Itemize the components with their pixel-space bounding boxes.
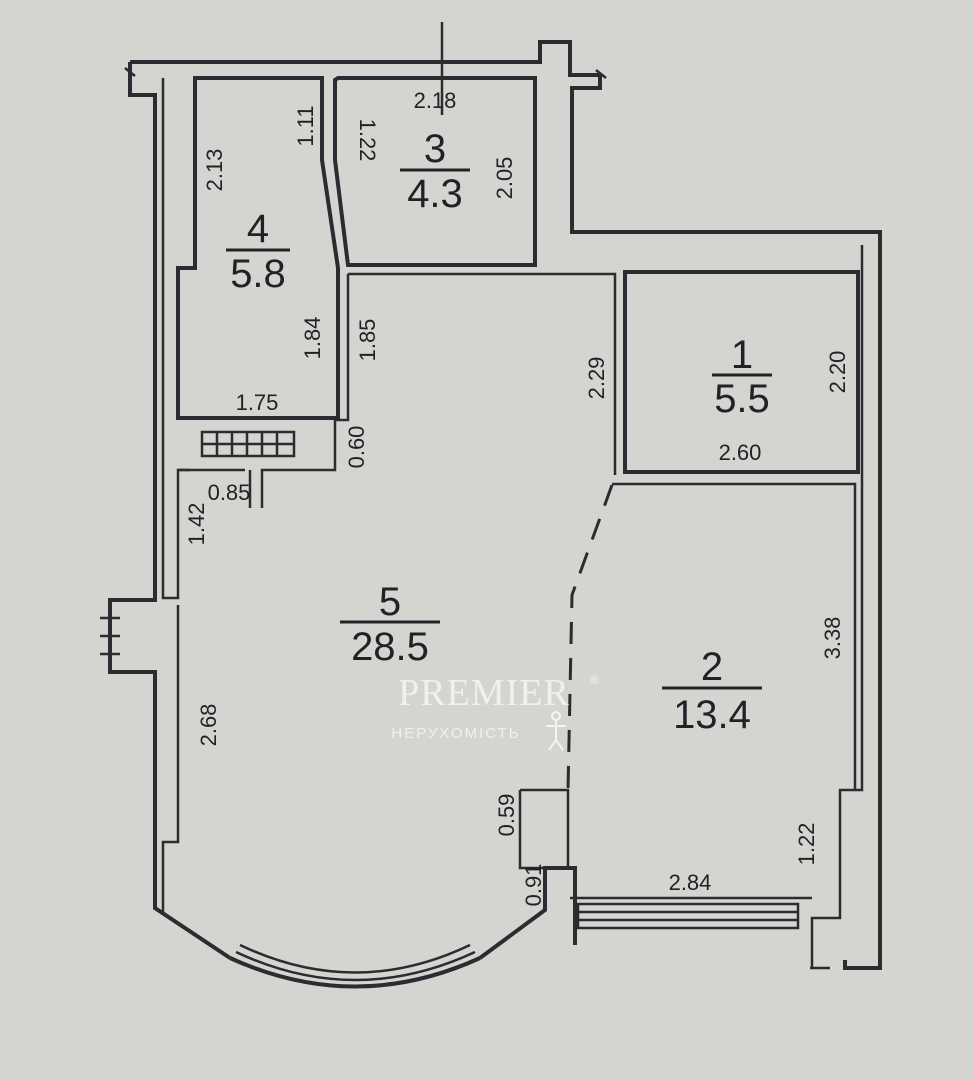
dim-r2-bottom: 2.84 xyxy=(669,870,712,895)
outer-walls xyxy=(100,22,882,989)
room-labels: 1 5.5 2 13.4 3 4.3 4 5.8 5 28.5 xyxy=(226,127,772,737)
room-1-area: 5.5 xyxy=(714,377,770,421)
dim-r5-left-lower: 2.68 xyxy=(196,704,221,747)
dim-r1-bottom: 2.60 xyxy=(719,440,762,465)
watermark-registered: ® xyxy=(590,673,599,687)
dim-r5-niche: 0.85 xyxy=(208,480,251,505)
room-4 xyxy=(176,76,340,420)
dim-r3-right: 2.05 xyxy=(492,157,517,200)
room-5-number: 5 xyxy=(379,580,401,624)
room-2-number: 2 xyxy=(701,645,723,689)
room-1 xyxy=(623,270,860,474)
dim-r5-pillar-upper: 0.59 xyxy=(494,794,519,837)
room-4-area: 5.8 xyxy=(230,252,286,296)
room-3-number: 3 xyxy=(424,127,446,171)
dim-r4-bottom: 1.75 xyxy=(236,390,279,415)
dim-r5-left-upper: 1.42 xyxy=(184,503,209,546)
dim-r2-right: 3.38 xyxy=(820,617,845,660)
dimension-labels: 2.18 1.22 2.05 2.13 1.11 1.84 1.75 1.85 … xyxy=(184,88,850,906)
watermark: PREMIER ® НЕРУХОМІСТЬ xyxy=(391,672,599,751)
dim-r1-right: 2.20 xyxy=(825,351,850,394)
watermark-brand: PREMIER xyxy=(398,672,570,714)
room-3-area: 4.3 xyxy=(407,172,463,216)
watermark-figure-icon xyxy=(546,711,566,751)
dim-r5-right-upper: 2.29 xyxy=(584,357,609,400)
dim-r4-top-right: 1.11 xyxy=(293,105,318,146)
room-5-area: 28.5 xyxy=(351,625,429,669)
watermark-subtitle: НЕРУХОМІСТЬ xyxy=(391,725,520,742)
room-3 xyxy=(333,76,537,267)
dim-r3-top: 2.18 xyxy=(414,88,457,113)
room-2 xyxy=(570,482,857,900)
room-5 xyxy=(178,272,617,870)
room-2-area: 13.4 xyxy=(673,693,751,737)
dim-r4-bottom-right: 1.84 xyxy=(300,317,325,360)
dim-r5-top-left: 1.85 xyxy=(355,319,380,362)
dim-r5-corridor: 0.60 xyxy=(344,426,369,469)
dim-r2-right-lower: 1.22 xyxy=(794,823,819,866)
room-4-number: 4 xyxy=(247,207,269,251)
dim-r5-pillar-lower: 0.91 xyxy=(521,864,546,907)
dim-r4-top-left: 2.13 xyxy=(202,149,227,192)
room-1-number: 1 xyxy=(731,333,753,377)
dim-r3-left: 1.22 xyxy=(355,119,380,162)
